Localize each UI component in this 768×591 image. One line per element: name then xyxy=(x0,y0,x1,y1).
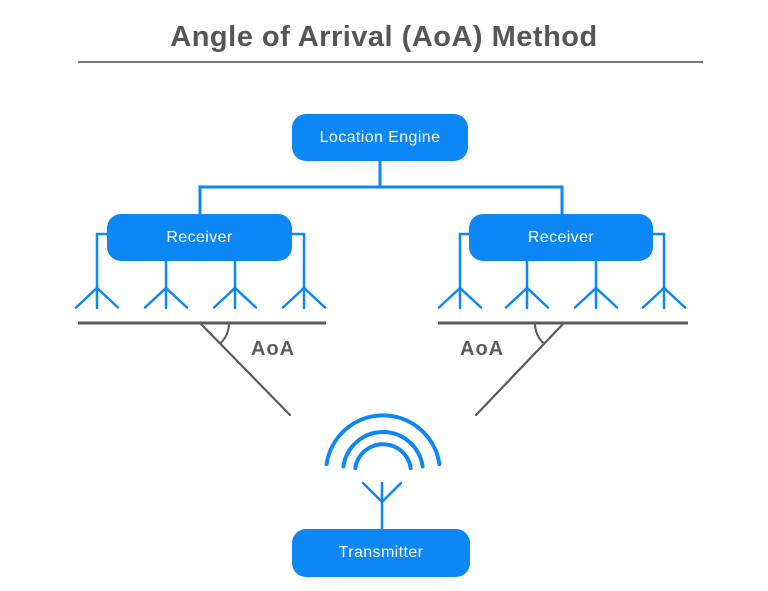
angle-arc-left xyxy=(219,322,231,345)
antenna-array-right xyxy=(437,232,687,310)
signal-paths xyxy=(199,322,565,417)
node-receiver-right: Receiver xyxy=(469,214,653,261)
antenna-array-left xyxy=(74,232,327,310)
aoa-label-left: AoA xyxy=(251,338,296,360)
connector-lines xyxy=(198,161,564,214)
antenna-icon xyxy=(437,232,483,310)
title-underline xyxy=(78,61,703,63)
signal-path-right-line xyxy=(474,322,565,417)
antenna-icon xyxy=(212,259,258,310)
aoa-label-right: AoA xyxy=(460,338,505,360)
antenna-icon xyxy=(573,259,619,310)
signal-path-left-line xyxy=(199,322,292,417)
radio-waves-icon xyxy=(324,413,442,471)
receiver-left-label: Receiver xyxy=(166,228,233,246)
receiver-right-label: Receiver xyxy=(527,228,595,246)
page-title: Angle of Arrival (AoA) Method xyxy=(170,21,598,53)
node-receiver-left: Receiver xyxy=(107,214,292,261)
antenna-icon xyxy=(143,259,189,310)
transmitter-label: Transmitter xyxy=(338,544,424,561)
antenna-icon xyxy=(281,232,327,310)
transmitter-antenna-icon xyxy=(361,481,403,531)
antenna-icon xyxy=(74,232,120,310)
location-engine-label: Location Engine xyxy=(319,128,441,146)
angle-arc-right xyxy=(533,322,545,345)
node-transmitter: Transmitter xyxy=(292,529,470,577)
antenna-icon xyxy=(504,259,550,310)
antenna-icon xyxy=(641,232,687,310)
node-location-engine: Location Engine xyxy=(292,114,468,161)
